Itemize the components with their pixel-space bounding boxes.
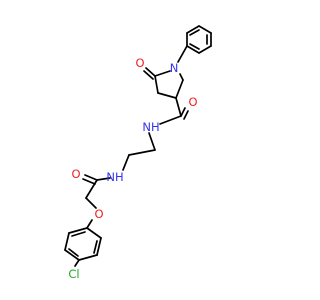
bond (78, 254, 98, 261)
bond (159, 115, 182, 125)
amide-nh-label: NH (142, 120, 159, 134)
ketone-oxygen-label: O (135, 56, 144, 70)
ether-oxygen-label: O (94, 207, 103, 221)
bond (64, 232, 70, 251)
acetamide-oxygen-label: O (71, 167, 80, 181)
bond (189, 29, 200, 36)
bond (82, 178, 96, 185)
bond (84, 174, 98, 181)
bond (74, 259, 80, 267)
bond (198, 45, 212, 54)
bond (86, 219, 93, 229)
bond (71, 231, 86, 237)
bond (93, 240, 98, 254)
amide-oxygen-label: O (188, 95, 197, 109)
bond (186, 25, 200, 34)
bond (154, 75, 159, 94)
bond (86, 227, 102, 239)
bond (122, 154, 130, 171)
bond (96, 237, 102, 256)
chlorine-label: Cl (68, 267, 79, 281)
bond (186, 45, 200, 54)
bond (148, 132, 156, 151)
molecule-structure: N O O NH NH O O Cl (64, 25, 212, 281)
bond (177, 45, 188, 63)
ring-nitrogen-label: N (170, 61, 179, 75)
bond (157, 92, 177, 99)
bond (180, 107, 186, 117)
bond (179, 73, 184, 81)
bond (85, 179, 98, 199)
bond (145, 67, 156, 77)
bond (128, 149, 156, 156)
linker-nh-label: NH (106, 170, 123, 184)
bond (189, 43, 200, 50)
bonds (64, 25, 212, 267)
bond (154, 70, 171, 77)
bond (68, 248, 79, 257)
bond (96, 177, 111, 181)
atom-labels: N O O NH NH O O Cl (68, 56, 197, 281)
bond (175, 97, 182, 117)
bond (198, 25, 212, 34)
bond (175, 79, 184, 99)
bond (64, 249, 80, 261)
bond (68, 227, 88, 234)
bond (85, 197, 97, 209)
bond (143, 70, 154, 80)
bond (183, 110, 189, 120)
